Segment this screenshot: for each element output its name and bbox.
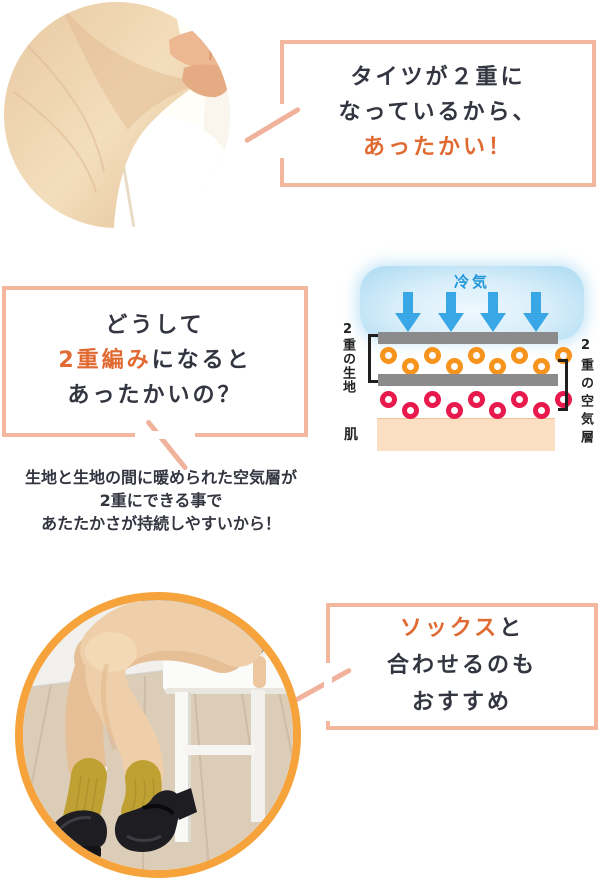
cold-air-down-arrow-icon xyxy=(480,290,507,336)
callout-socks-line3: おすすめ xyxy=(411,689,512,715)
tights-stretch-illustration xyxy=(4,2,230,228)
callout-question-line3: あったかいの？ xyxy=(67,382,243,408)
inner-air-layer-ring-icon xyxy=(555,391,572,408)
callout-question: どうして 2重編みになると あったかいの？ xyxy=(2,286,308,439)
cold-air-down-arrow-icon xyxy=(394,290,421,336)
callout-socks-line2: 合わせるのも xyxy=(386,653,537,679)
outer-fabric-layer xyxy=(378,332,558,344)
border-gap xyxy=(324,663,332,721)
callout-question-line1: どうして xyxy=(105,313,205,339)
inner-air-layer-ring-icon xyxy=(423,391,441,408)
inner-fabric-layer xyxy=(378,374,558,386)
cold-air-arrows xyxy=(378,290,566,336)
explanation-line2: 2重にできる事で xyxy=(99,491,223,511)
air-layers-label: 2重の空気層 xyxy=(578,338,593,448)
outer-air-layer-ring-icon xyxy=(380,347,397,364)
callout-question-accent: 2重編み xyxy=(58,348,152,374)
inner-air-layer-ring-icon xyxy=(380,391,397,408)
fabric-layers-label: 2重の生地 xyxy=(340,322,355,394)
tights-stretch-photo xyxy=(4,2,230,228)
skin-layer xyxy=(377,418,555,451)
outer-air-layer-ring-icon xyxy=(401,358,419,375)
socks-legs-photo xyxy=(15,592,301,878)
layer-diagram: 冷気 肌 2重の生地 2重の空気層 xyxy=(330,262,601,474)
outer-air-layer-ring-icon xyxy=(445,358,463,375)
callout-warm: タイツが２重に なっているから、 あったかい！ xyxy=(278,40,596,187)
callout-warm-line1: タイツが２重に xyxy=(350,65,526,91)
callout-socks-line1: ソックスと xyxy=(400,611,524,648)
socks-legs-illustration xyxy=(23,600,293,870)
callout-question-line2: 2重編みになると xyxy=(58,344,251,379)
skin-label: 肌 xyxy=(344,427,358,443)
callout-warm-line2: なっているから、 xyxy=(338,100,538,126)
explanation-line1: 生地と生地の間に暖められた空気層が xyxy=(24,468,297,487)
inner-air-layer-ring-icon xyxy=(533,402,551,419)
inner-air-layer-ring-icon xyxy=(467,391,485,408)
cold-air-label: 冷気 xyxy=(453,273,490,291)
callout-question-rest: になると xyxy=(151,348,252,374)
explanation-line3: あたたかさが持続しやすいから！ xyxy=(41,514,281,534)
callout-warm-line3: あったかい！ xyxy=(362,134,513,160)
inner-air-layer-ring-icon xyxy=(511,391,529,408)
border-gap xyxy=(278,104,286,158)
outer-air-layer-ring-icon xyxy=(511,347,529,364)
outer-air-layer-ring-icon xyxy=(533,358,551,375)
outer-air-layer-ring-icon xyxy=(467,347,485,364)
callout-socks-rest: と xyxy=(499,616,525,642)
inner-air-layer-ring-icon xyxy=(445,402,463,419)
fabric-bracket xyxy=(368,334,378,383)
outer-air-layer-ring-icon xyxy=(423,347,441,364)
outer-air-layer-ring-icon xyxy=(489,358,507,375)
border-gap xyxy=(135,431,195,439)
cold-air-zone: 冷気 xyxy=(360,266,584,340)
callout-socks: ソックスと 合わせるのも おすすめ xyxy=(324,603,598,730)
explanation-text: 生地と生地の間に暖められた空気層が 2重にできる事で あたたかさが持続しやすいか… xyxy=(0,466,322,536)
outer-air-layer-row xyxy=(380,347,572,377)
cold-air-down-arrow-icon xyxy=(437,290,464,336)
inner-air-layer-ring-icon xyxy=(401,402,419,419)
inner-air-layer-ring-icon xyxy=(489,402,507,419)
air-bracket xyxy=(558,359,568,411)
inner-air-layer-row xyxy=(380,391,572,421)
cold-air-down-arrow-icon xyxy=(523,290,550,336)
callout-socks-accent: ソックス xyxy=(399,616,500,642)
